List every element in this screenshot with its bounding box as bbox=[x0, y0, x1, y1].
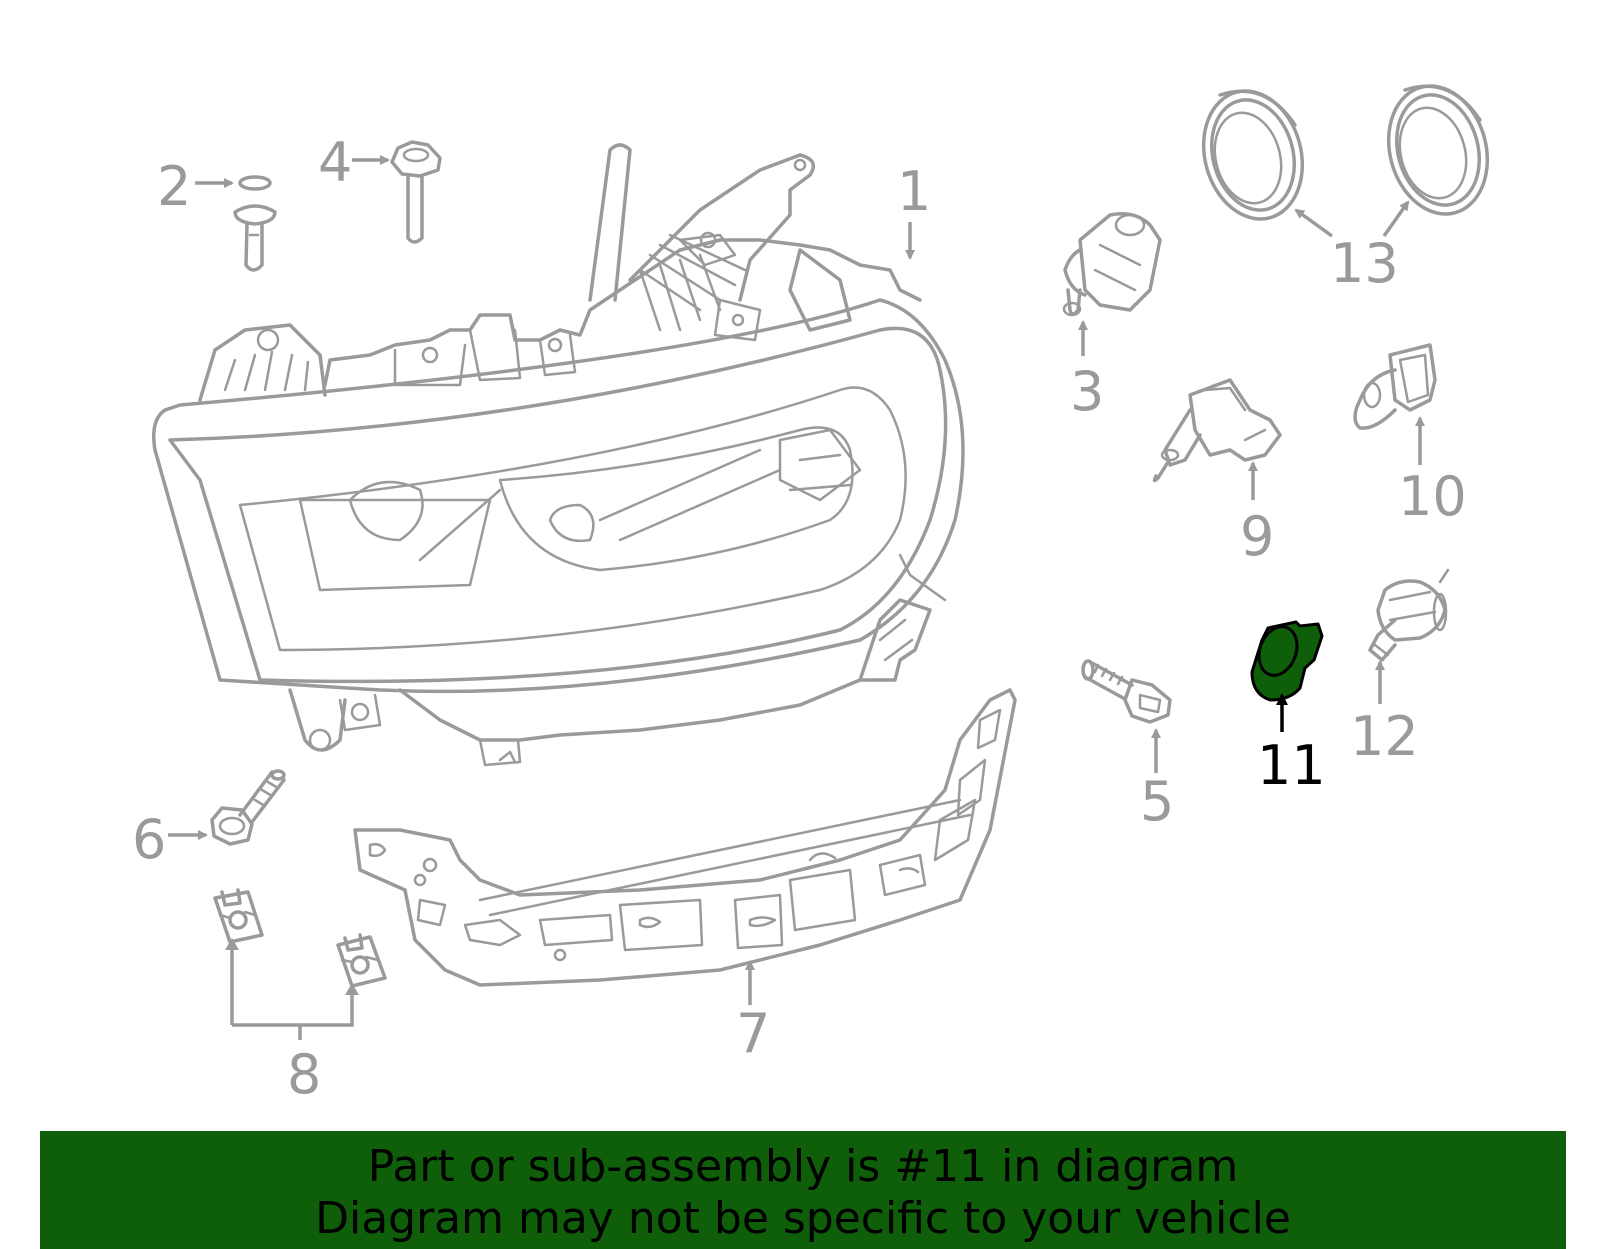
hex-bolt bbox=[1081, 659, 1172, 724]
callout-1: 1 bbox=[897, 160, 931, 223]
callout-11: 11 bbox=[1257, 734, 1326, 797]
leader-lines bbox=[168, 155, 1425, 1040]
callout-13: 13 bbox=[1330, 232, 1399, 295]
callout-7: 7 bbox=[736, 1002, 770, 1065]
flange-bolt bbox=[390, 140, 442, 244]
halogen-bulb bbox=[1152, 378, 1282, 483]
callout-6: 6 bbox=[132, 808, 166, 871]
callout-2: 2 bbox=[157, 155, 191, 218]
clip-nut-upper bbox=[213, 888, 264, 944]
callout-10: 10 bbox=[1398, 465, 1467, 528]
callout-12: 12 bbox=[1350, 705, 1419, 768]
callout-9: 9 bbox=[1240, 505, 1274, 568]
callout-numbers: 1 2 3 4 5 6 7 8 9 10 11 12 13 bbox=[132, 131, 1467, 1106]
callout-8: 8 bbox=[287, 1043, 321, 1106]
bulb-socket bbox=[1062, 212, 1162, 317]
push-pin-retainer bbox=[233, 175, 277, 272]
hex-bolt-6 bbox=[210, 769, 286, 846]
callout-3: 3 bbox=[1070, 360, 1104, 423]
lower-mounting-bracket bbox=[353, 688, 1017, 987]
wedge-bulb bbox=[1353, 343, 1437, 430]
banner-line-2: Diagram may not be specific to your vehi… bbox=[315, 1193, 1291, 1244]
headlamp-assembly bbox=[152, 143, 965, 767]
clip-nut-lower bbox=[336, 933, 387, 988]
callout-4: 4 bbox=[318, 131, 352, 194]
seal-cap-left bbox=[1201, 89, 1305, 221]
leader-13a bbox=[1294, 208, 1334, 238]
notice-banner: Part or sub-assembly is #11 in diagram D… bbox=[40, 1131, 1566, 1249]
leader-13b bbox=[1382, 200, 1410, 238]
highlighted-part-11 bbox=[1250, 620, 1324, 702]
seal-cap-right bbox=[1386, 84, 1490, 216]
banner-line-1: Part or sub-assembly is #11 in diagram bbox=[367, 1141, 1239, 1192]
callout-5: 5 bbox=[1140, 770, 1174, 833]
leader-8 bbox=[230, 950, 354, 1040]
bulb-with-base bbox=[1368, 568, 1450, 662]
